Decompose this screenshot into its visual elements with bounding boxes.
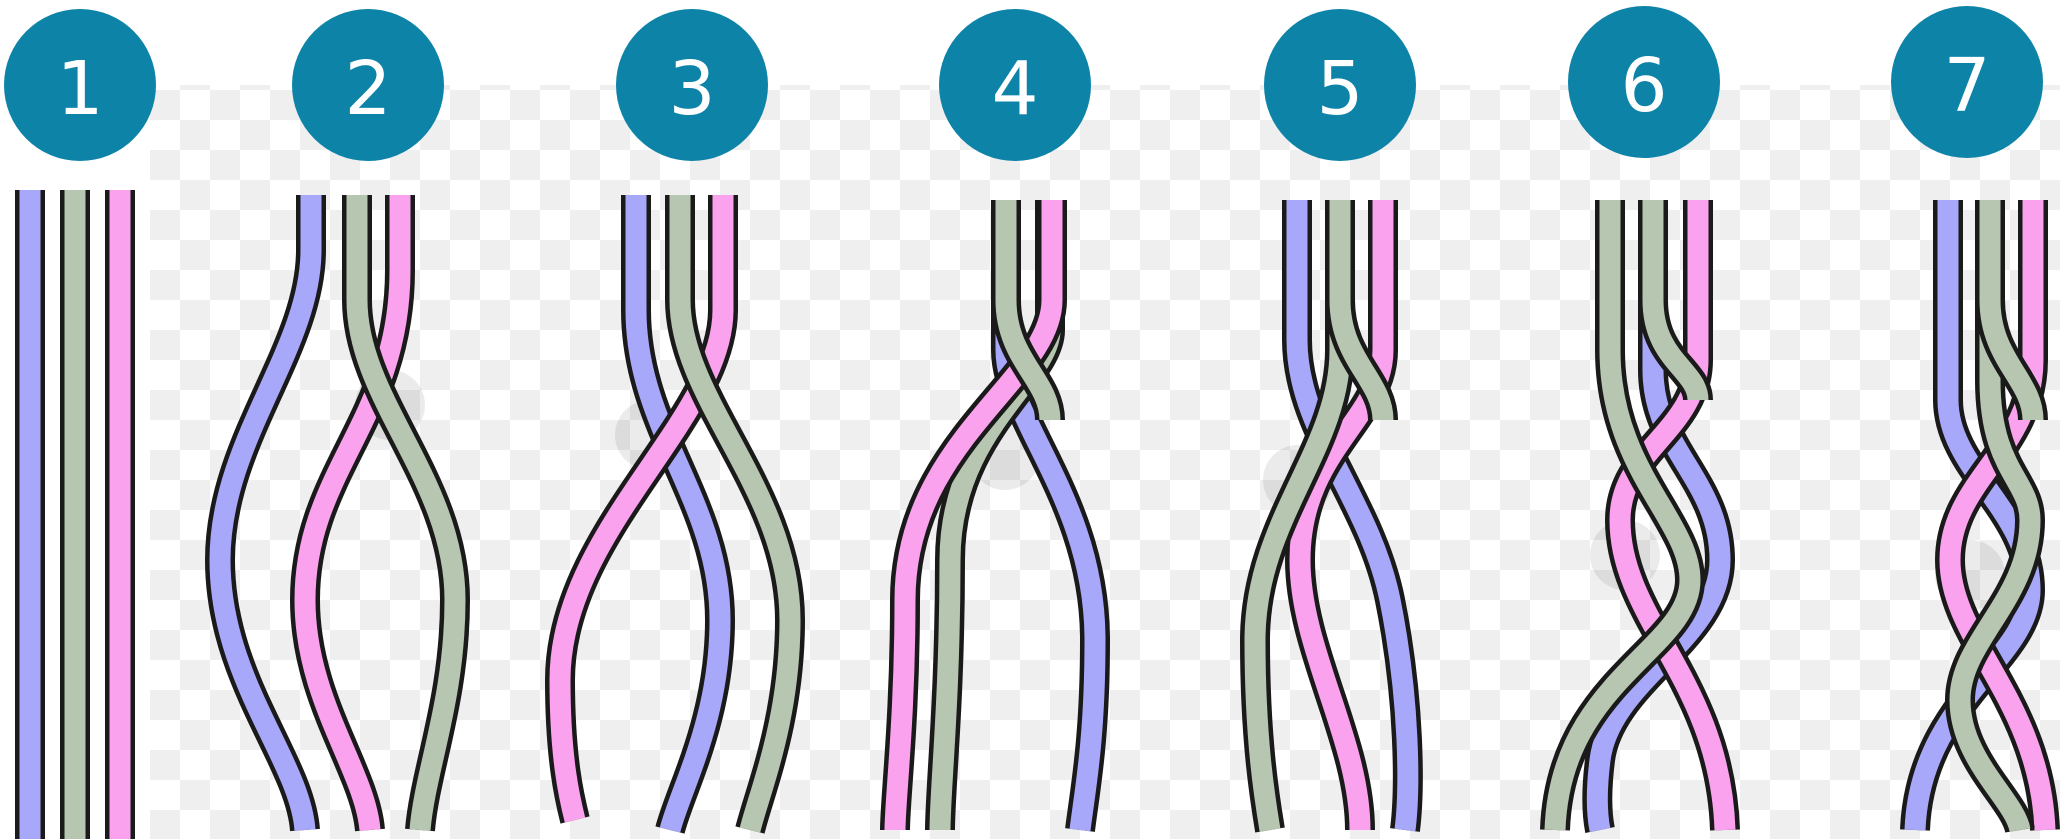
step-1-strands bbox=[30, 190, 120, 839]
step-badge-2: 2 bbox=[292, 9, 444, 161]
step-badge-6: 6 bbox=[1568, 6, 1720, 158]
step-badge-1: 1 bbox=[4, 9, 156, 161]
step-badge-7: 7 bbox=[1891, 6, 2043, 158]
step-badge-5: 5 bbox=[1264, 9, 1416, 161]
step-number: 7 bbox=[1943, 43, 1990, 129]
step-number: 5 bbox=[1316, 46, 1363, 132]
step-number: 6 bbox=[1620, 43, 1667, 129]
step-number: 3 bbox=[668, 46, 715, 132]
step-number: 1 bbox=[56, 46, 103, 132]
step-badge-3: 3 bbox=[616, 9, 768, 161]
step-number: 4 bbox=[991, 46, 1038, 132]
step-badge-4: 4 bbox=[939, 9, 1091, 161]
step-number: 2 bbox=[344, 46, 391, 132]
